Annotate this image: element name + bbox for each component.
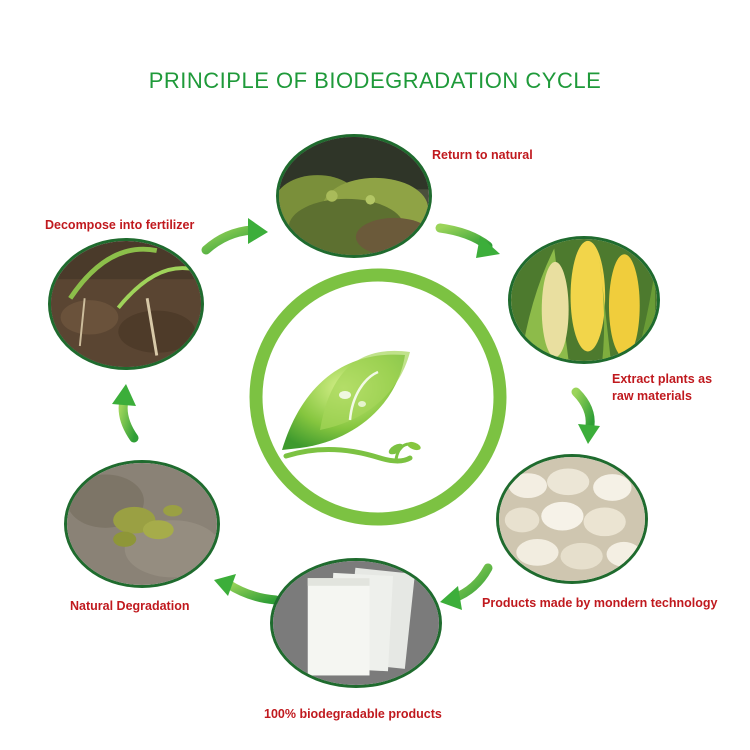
sprout-soil-image: [48, 238, 204, 370]
label-biodegradable-products: 100% biodegradable products: [264, 707, 442, 721]
moss-image: [276, 134, 432, 258]
cycle-arrow-icon: [571, 387, 600, 444]
pellets-image: [496, 454, 648, 584]
bags-image: [270, 558, 442, 688]
cycle-arrow-icon: [214, 574, 281, 605]
page-title: PRINCIPLE OF BIODEGRADATION CYCLE: [148, 68, 602, 93]
label-products-modern: Products made by mondern technology: [482, 596, 718, 610]
label-extract-plants-line1: Extract plants as: [612, 372, 713, 386]
corn-image: [508, 236, 660, 364]
label-natural-degradation: Natural Degradation: [70, 599, 190, 613]
label-return-to-natural: Return to natural: [432, 148, 533, 162]
cycle-arrow-icon: [440, 563, 493, 610]
soil-moss-image: [64, 460, 220, 588]
label-extract-plants-line2: raw materials: [612, 389, 692, 403]
cycle-arrow-icon: [435, 223, 500, 258]
cycle-arrow-icon: [201, 218, 268, 255]
cycle-arrow-icon: [112, 384, 139, 443]
label-decompose-fertilizer: Decompose into fertilizer: [45, 218, 195, 232]
